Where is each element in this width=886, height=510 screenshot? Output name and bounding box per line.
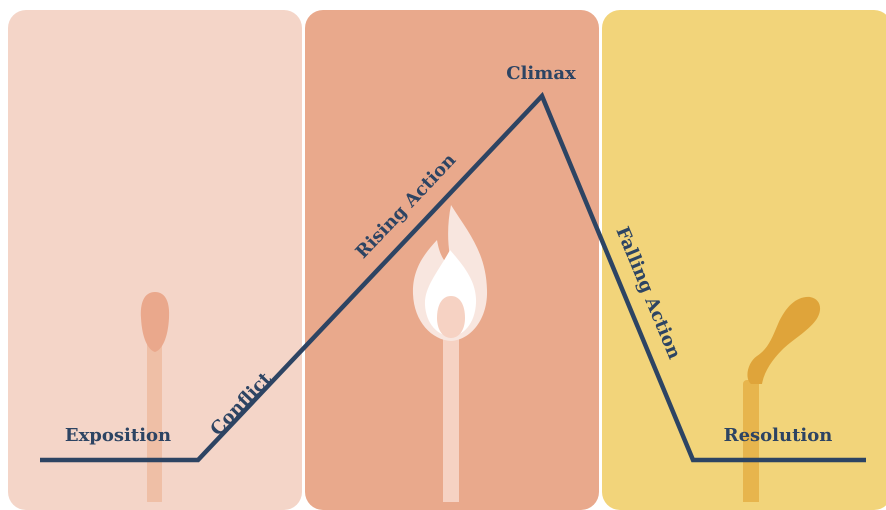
rising-action-label: Rising Action <box>352 150 461 263</box>
conflict-label: Conflict <box>206 368 276 440</box>
unlit-match-icon <box>141 292 169 502</box>
burnt-match-icon <box>743 297 820 502</box>
exposition-label: Exposition <box>65 425 171 446</box>
lit-match-icon <box>413 205 487 502</box>
climax-label: Climax <box>506 63 576 84</box>
resolution-label: Resolution <box>724 425 833 446</box>
